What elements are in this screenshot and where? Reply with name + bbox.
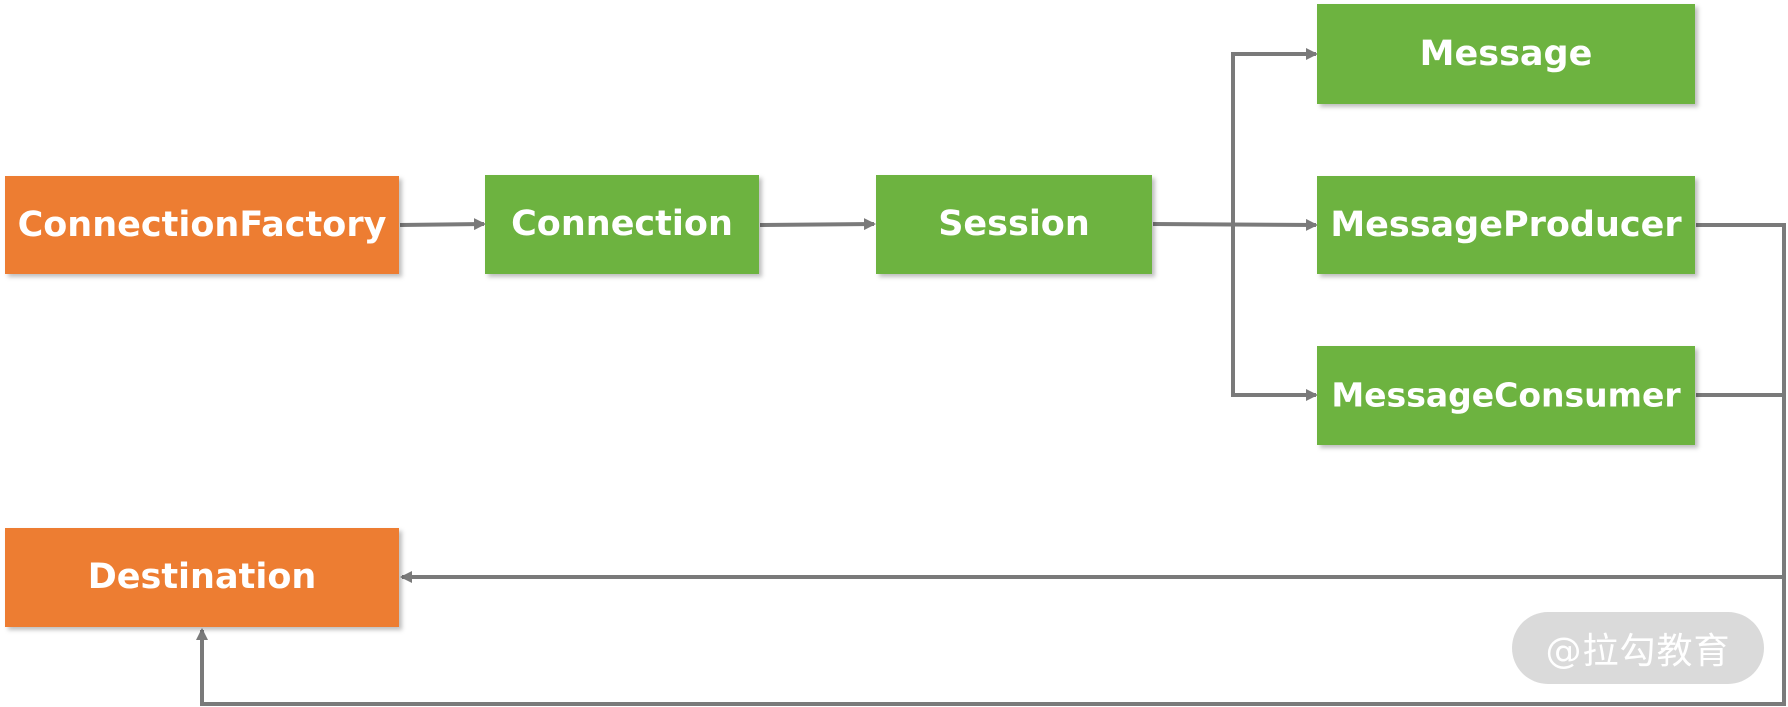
message-box	[1317, 4, 1695, 104]
connection-factory-node: ConnectionFactory	[5, 176, 399, 274]
session-label: Session	[938, 204, 1090, 244]
edge-session-to-messageconsumer	[1231, 224, 1318, 401]
edge-messageconsumer-to-destination	[196, 393, 1786, 706]
connection-label: Connection	[511, 204, 733, 244]
watermark-text: @拉勾教育	[1545, 631, 1731, 672]
edge-connection-to-session	[759, 218, 876, 231]
message-producer-box	[1317, 176, 1695, 274]
destination-node: Destination	[5, 528, 399, 627]
session-node: Session	[876, 175, 1152, 274]
connection-node: Connection	[485, 175, 759, 274]
message-producer-node: MessageProducer	[1317, 176, 1695, 274]
message-consumer-label: MessageConsumer	[1331, 376, 1681, 415]
destination-box	[5, 528, 399, 627]
message-consumer-box	[1317, 346, 1695, 445]
message-label: Message	[1420, 34, 1593, 74]
message-node: Message	[1317, 4, 1695, 104]
connection-factory-box	[5, 176, 399, 274]
edge-connectionfactory-to-connection	[399, 218, 486, 231]
message-producer-label: MessageProducer	[1330, 205, 1682, 245]
connection-box	[485, 175, 759, 274]
connection-factory-label: ConnectionFactory	[18, 205, 387, 245]
edges	[196, 48, 1786, 706]
destination-label: Destination	[88, 557, 317, 597]
session-box	[876, 175, 1152, 274]
watermark: @拉勾教育	[1512, 612, 1764, 684]
edge-session-to-message	[1231, 48, 1318, 224]
message-consumer-node: MessageConsumer	[1317, 346, 1695, 445]
